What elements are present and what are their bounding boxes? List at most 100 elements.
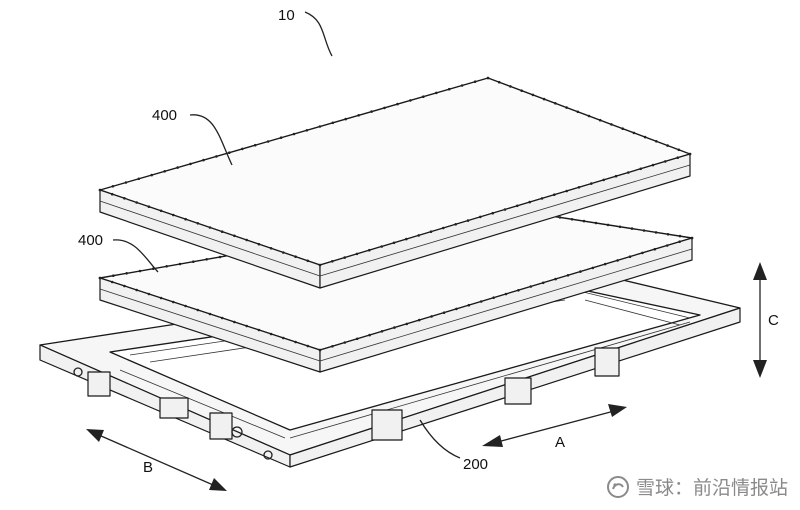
edge-bolt (135, 288, 138, 292)
edge-bolt (111, 185, 115, 188)
edge-bolt (396, 102, 399, 106)
edge-bolt (529, 285, 533, 288)
edge-bolt (123, 284, 126, 288)
edge-bolt (202, 158, 205, 162)
edge-bolt (491, 211, 495, 215)
edge-bolt (355, 337, 359, 341)
edge-bolt (344, 117, 348, 121)
edge-bolt (318, 348, 322, 352)
edge-bolt (147, 205, 151, 208)
edge-bolt (355, 252, 359, 256)
edge-bolt (542, 97, 546, 101)
edge-bolt (591, 266, 595, 270)
edge-bolt (666, 144, 669, 147)
edge-bolt (368, 333, 371, 337)
edge-bolt (430, 315, 433, 318)
edge-bolt (159, 209, 163, 213)
edge-bolt (447, 87, 451, 91)
edge-bolt (331, 121, 335, 125)
edge-bolt (603, 262, 607, 266)
edge-bolt (343, 256, 347, 259)
edge-bolt (473, 80, 477, 83)
direction-arrow-b (86, 429, 227, 491)
edge-bolt (282, 336, 285, 340)
edge-bolt (576, 110, 580, 114)
edge-bolt (566, 274, 570, 277)
edge-bolt (196, 308, 200, 312)
edge-bolt (125, 272, 128, 275)
edge-bolt (442, 311, 446, 315)
edge-bolt (666, 233, 670, 236)
edge-bolt (245, 324, 248, 328)
edge-bolt (455, 307, 458, 311)
edge-bolt (553, 193, 556, 196)
edge-bolt (435, 91, 438, 95)
edge-bolt (208, 312, 212, 316)
edge-bolt (266, 140, 270, 143)
edge-bolt (614, 174, 618, 178)
edge-bolt (621, 127, 624, 130)
edge-bolt (124, 181, 128, 184)
edge-bolt (294, 340, 297, 344)
edge-bolt (184, 217, 187, 221)
leader-pack-lower (112, 239, 159, 273)
edge-bolt (172, 300, 175, 304)
edge-bolt (306, 259, 310, 263)
battery-pack-top (98, 76, 692, 289)
direction-arrow-c (753, 262, 767, 378)
edge-bolt (393, 326, 396, 329)
edge-bolt (253, 143, 257, 147)
edge-bolt (110, 192, 114, 196)
edge-bolt (582, 219, 586, 223)
direction-arrow-a (482, 404, 627, 447)
edge-bolt (112, 274, 115, 278)
edge-bolt (176, 166, 179, 169)
edge-bolt (665, 244, 669, 247)
edge-bolt (306, 344, 310, 348)
edge-bolt (678, 240, 681, 243)
edge-bolt (531, 93, 535, 97)
edge-bolt (598, 118, 602, 122)
edge-bolt (642, 229, 646, 232)
edge-bolt (422, 95, 425, 98)
edge-bolt (205, 258, 208, 261)
edge-bolt (497, 80, 501, 84)
label-assembly: 10 (278, 7, 295, 24)
edge-bolt (98, 276, 102, 280)
edge-bolt (380, 245, 384, 248)
edge-bolt (269, 332, 273, 336)
edge-bolt (678, 234, 682, 238)
edge-bolt (383, 106, 386, 110)
edge-bolt (294, 255, 297, 258)
edge-bolt (343, 341, 347, 344)
edge-bolt (466, 219, 470, 222)
edge-bolt (392, 241, 396, 245)
edge-bolt (639, 167, 642, 171)
edge-bolt (541, 281, 545, 285)
edge-bolt (110, 280, 114, 284)
edge-bolt (618, 225, 622, 229)
edge-bolt (147, 292, 151, 296)
edge-bolt (98, 188, 102, 192)
edge-bolt (215, 155, 218, 158)
edge-bolt (628, 255, 632, 258)
edge-bolt (192, 260, 195, 264)
edge-bolt (554, 102, 557, 105)
label-pack-top: 400 (152, 107, 177, 124)
edge-bolt (460, 84, 464, 87)
edge-bolt (165, 265, 168, 268)
edge-bolt (150, 173, 153, 177)
edge-bolt (653, 247, 657, 251)
edge-bolt (616, 259, 619, 262)
edge-bolt (677, 148, 681, 152)
edge-bolt (123, 197, 126, 200)
edge-bolt (565, 106, 568, 109)
edge-bolt (664, 160, 667, 163)
leader-pack-top (189, 114, 233, 166)
edge-bolt (565, 189, 568, 193)
edge-bolt (641, 251, 644, 255)
edge-bolt (655, 140, 658, 143)
edge-bolt (220, 316, 224, 320)
edge-bolt (479, 300, 483, 303)
